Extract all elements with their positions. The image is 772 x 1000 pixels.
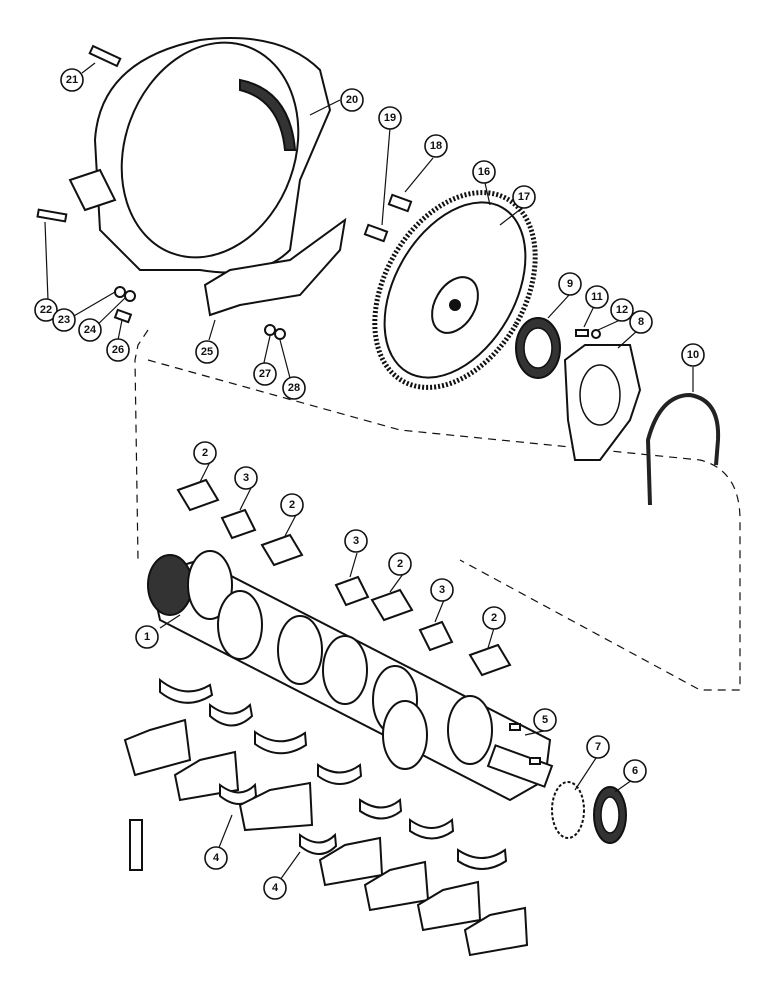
cap-bolt (129, 819, 143, 871)
washer-24 (124, 290, 136, 302)
key-5b (529, 757, 541, 765)
callout-28: 28 (282, 376, 306, 400)
key-5a (509, 723, 521, 731)
svg-text:12: 12 (616, 304, 628, 316)
bolt-22 (36, 208, 68, 223)
flywheel (372, 190, 538, 390)
svg-text:21: 21 (66, 74, 78, 86)
svg-text:3: 3 (439, 584, 445, 596)
flywheel-housing (68, 37, 332, 274)
callout-26: 26 (106, 338, 130, 362)
callout-19: 19 (378, 106, 402, 130)
callout-12: 12 (610, 298, 634, 322)
callout-22: 22 (34, 298, 58, 322)
callout-2c: 2 (388, 552, 412, 576)
svg-text:17: 17 (518, 191, 530, 203)
svg-text:2: 2 (491, 612, 497, 624)
washer-28 (274, 328, 286, 340)
bolt-11 (575, 329, 589, 337)
svg-text:8: 8 (638, 316, 644, 328)
leader-lines (44, 62, 694, 881)
svg-text:9: 9 (567, 278, 573, 290)
svg-text:18: 18 (430, 140, 442, 152)
washer-12 (591, 329, 601, 339)
svg-text:4: 4 (213, 852, 220, 864)
bolt-21 (88, 44, 122, 68)
svg-text:3: 3 (243, 472, 249, 484)
callout-9: 9 (558, 272, 582, 296)
svg-text:6: 6 (632, 765, 638, 777)
callout-16: 16 (472, 160, 496, 184)
nut-27 (264, 324, 276, 336)
callout-20: 20 (340, 88, 364, 112)
callout-21: 21 (60, 68, 84, 92)
callout-1: 1 (135, 625, 159, 649)
callout-8: 8 (629, 310, 653, 334)
svg-text:19: 19 (384, 112, 396, 124)
callout-10: 10 (681, 343, 705, 367)
svg-text:4: 4 (272, 882, 279, 894)
svg-text:7: 7 (595, 741, 601, 753)
svg-text:1: 1 (144, 631, 150, 643)
svg-text:26: 26 (112, 344, 124, 356)
svg-text:2: 2 (397, 558, 403, 570)
callout-2b: 2 (280, 493, 304, 517)
callout-27: 27 (253, 362, 277, 386)
callout-18: 18 (424, 134, 448, 158)
gasket (645, 392, 721, 506)
nut-23 (114, 286, 126, 298)
callout-3c: 3 (430, 578, 454, 602)
svg-text:3: 3 (353, 535, 359, 547)
callout-6: 6 (623, 759, 647, 783)
callout-7: 7 (586, 735, 610, 759)
upper-bearing-shells (176, 478, 512, 677)
callout-4a: 4 (204, 846, 228, 870)
callout-5: 5 (533, 708, 557, 732)
housing-cover-plate (203, 217, 347, 317)
callout-2a: 2 (193, 441, 217, 465)
assembly-guide-line (134, 329, 741, 691)
svg-text:5: 5 (542, 714, 548, 726)
svg-text:25: 25 (201, 346, 213, 358)
callout-17: 17 (512, 185, 536, 209)
callout-3a: 3 (234, 466, 258, 490)
svg-text:22: 22 (40, 304, 52, 316)
svg-text:2: 2 (202, 447, 208, 459)
callout-24: 24 (78, 318, 102, 342)
svg-text:11: 11 (591, 291, 603, 303)
crankshaft-gear (551, 781, 585, 839)
svg-text:16: 16 (478, 166, 490, 178)
callout-3b: 3 (344, 529, 368, 553)
lower-bearing-shells-and-caps (123, 677, 529, 957)
svg-text:27: 27 (259, 368, 271, 380)
bolt-18 (387, 193, 413, 213)
callout-23: 23 (52, 308, 76, 332)
svg-text:23: 23 (58, 314, 70, 326)
svg-text:24: 24 (84, 324, 97, 336)
svg-text:2: 2 (289, 499, 295, 511)
svg-text:20: 20 (346, 94, 358, 106)
svg-text:10: 10 (687, 349, 699, 361)
callout-11: 11 (585, 285, 609, 309)
callout-25: 25 (195, 340, 219, 364)
callout-2d: 2 (482, 606, 506, 630)
bolt-26 (113, 308, 133, 324)
svg-text:28: 28 (288, 382, 300, 394)
bolt-19 (363, 223, 389, 243)
callout-4b: 4 (263, 876, 287, 900)
crankshaft (147, 550, 554, 802)
